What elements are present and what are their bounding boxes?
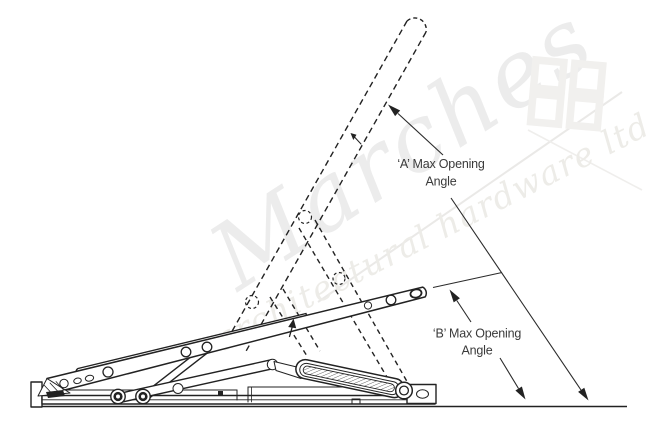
main-sash-arm — [37, 286, 428, 398]
track-notch — [351, 398, 361, 405]
phantom-link-hole — [332, 271, 346, 286]
angle-b-baseline-arrowhead — [515, 386, 526, 400]
angle-b-leader-arrowhead — [449, 289, 460, 303]
track-rollers — [110, 388, 151, 405]
phantom-open-sash-arm — [225, 17, 427, 354]
angle-a-dimension — [388, 104, 589, 401]
arm-hole — [363, 301, 373, 310]
angle-a-label-line1: ‘A’ Max Opening — [397, 157, 485, 171]
angle-b-plane-line — [432, 271, 503, 289]
four-squares-logo-icon — [526, 55, 607, 132]
roller-rivet — [138, 391, 148, 402]
angle-a-label-line2: Angle — [426, 175, 457, 189]
angle-b-dimension — [432, 271, 526, 400]
watermark-swoosh-tail — [527, 129, 643, 191]
arm-hole — [102, 366, 114, 378]
arm-hole — [201, 341, 213, 353]
arm-slot — [84, 374, 95, 382]
angle-b-baseline-line — [499, 357, 519, 389]
angle-b-label-line2: Angle — [462, 344, 493, 358]
dimension-labels: ‘A’ Max Opening Angle ‘B’ Max Opening An… — [397, 157, 521, 358]
angle-a-baseline-arrowhead — [578, 387, 589, 401]
slider-pivot-ring — [394, 381, 414, 400]
watermark: Marches architectural hardware ltd. — [190, 0, 649, 359]
phantom-motion-tick — [353, 136, 362, 145]
slider-pivot-hole — [398, 385, 410, 396]
angle-a-leader-arrowhead — [388, 104, 401, 117]
arm-hole — [59, 378, 69, 389]
track-end-slot-hole — [416, 389, 429, 399]
motion-arrow — [288, 318, 297, 338]
arm-hole — [385, 294, 397, 306]
arm-hole — [180, 346, 192, 358]
phantom-arm-end-cap — [406, 17, 427, 33]
arm-slot — [73, 377, 82, 385]
phantom-arm-left-edge — [225, 20, 408, 343]
link-pivot-hole — [172, 383, 184, 394]
phantom-arm-hole — [244, 294, 260, 310]
track-fixing-detail — [218, 391, 223, 396]
angle-a-leader-line — [397, 113, 444, 156]
angle-b-label-line1: ‘B’ Max Opening — [433, 327, 521, 341]
angle-b-leader-line — [456, 300, 472, 323]
link-neck — [273, 361, 304, 379]
friction-shoe-serrations — [302, 365, 395, 393]
bracket-shadow — [46, 390, 65, 398]
arm-tip-hole — [409, 288, 423, 299]
phantom-arm-hole — [297, 209, 313, 225]
friction-shoe-slider — [295, 358, 405, 399]
phantom-arm-right-edge — [244, 31, 427, 354]
hinge-track — [30, 381, 437, 408]
roller-rivet — [113, 391, 123, 402]
angle-a-plane-line — [450, 197, 582, 391]
